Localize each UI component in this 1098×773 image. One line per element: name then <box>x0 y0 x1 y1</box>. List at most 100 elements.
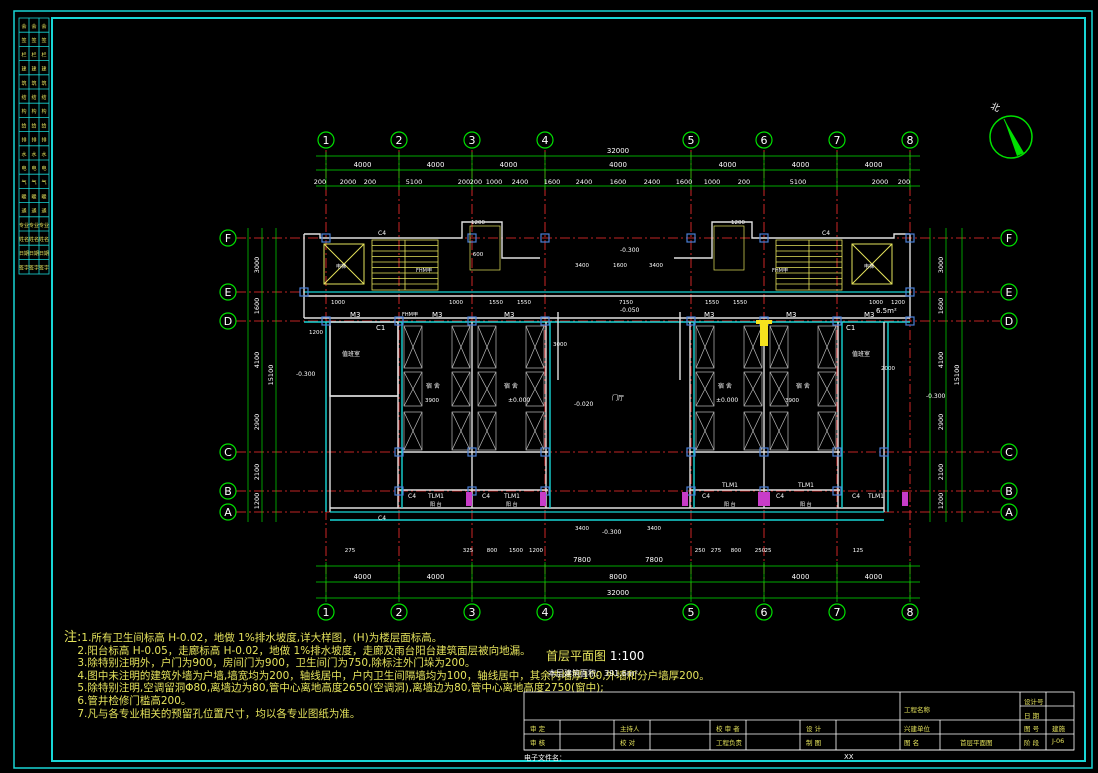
column-1 <box>394 316 404 326</box>
strip-cell-b-12: 暖 <box>31 193 36 200</box>
dim-bot-detail-0: 7800 <box>573 556 591 564</box>
tb-footer-value: XX <box>844 753 854 761</box>
axis-label-row-B-right: B <box>1005 485 1013 498</box>
stair-east <box>775 239 843 291</box>
axis-label-col-4-bottom: 4 <box>542 606 549 619</box>
axis-label-col-8-bottom: 8 <box>907 606 914 619</box>
dim-top-detail-15: 5100 <box>790 178 807 186</box>
strip-cell-12: 暖 <box>21 193 26 200</box>
label-c4-4: C4 <box>776 493 784 500</box>
dim-inplan-20: 3000 <box>553 342 567 348</box>
dim-top-chain-5: 4000 <box>792 161 810 169</box>
strip-cell-2: 栏 <box>21 51 26 58</box>
wardrobe-x2-6-1 <box>769 371 789 407</box>
plan-title: 首层平面图 1:100 <box>546 647 644 664</box>
strip-cell-b-13: 通 <box>31 208 36 215</box>
axis-label-col-3-bottom: 3 <box>469 606 476 619</box>
axis-bubble-col-8-top <box>901 131 919 149</box>
dim-right-chain-2: 2900 <box>937 414 945 431</box>
column-2 <box>467 316 477 326</box>
axis-bubble-col-5-top <box>682 131 700 149</box>
dim-left-chain-3: 2900 <box>253 414 261 431</box>
dimension-lines <box>247 152 963 602</box>
wardrobe-1-2 <box>451 411 471 451</box>
column-25 <box>467 233 477 243</box>
column-7 <box>905 316 915 326</box>
label-m3-1: M3 <box>350 311 361 319</box>
strip-cell-c-6: 构 <box>41 108 46 115</box>
column-20 <box>832 486 842 496</box>
dim-bottom-small-9: 125 <box>853 548 864 554</box>
lobby-steps <box>469 225 745 271</box>
label-dorm-4: 宿 舍 <box>796 382 810 390</box>
dim-right-chain-0: 1200 <box>937 493 945 510</box>
axis-label-row-F-right: F <box>1006 232 1012 245</box>
axis-bubble-row-B-left <box>219 482 237 500</box>
axis-bubble-row-D-left <box>219 312 237 330</box>
strip-cell-c-16: 日期 <box>39 251 49 257</box>
dim-inplan-4: 1550 <box>733 300 747 306</box>
dim-top-chain-2: 4000 <box>500 161 518 169</box>
tb-r1-c1: 审 定 <box>530 725 546 733</box>
axis-label-col-2-bottom: 2 <box>396 606 403 619</box>
axis-bubble-col-1-bottom <box>317 603 335 621</box>
dim-top-detail-14: 200 <box>738 178 750 186</box>
dim-inplan-8: 1200 <box>731 220 745 226</box>
dim-inplan-16: 600 <box>473 252 484 258</box>
wardrobe-x2-2-1 <box>477 371 497 407</box>
label-tlm1-3: TLM1 <box>721 482 738 489</box>
label-room-west: 值班室 <box>342 350 360 358</box>
dim-top-chain-0: 4000 <box>354 161 372 169</box>
strip-cell-b-1: 签 <box>31 37 36 44</box>
axis-bubble-col-1-top <box>317 131 335 149</box>
dim-top-chain-1: 4000 <box>427 161 445 169</box>
notes-block: 注:1.所有卫生间标高 H-0.02，地做 1%排水坡度,详大样图，(H)为楼层… <box>64 630 710 720</box>
dim-inplan-19: 3900 <box>785 398 799 404</box>
wardrobe-x2-1-2 <box>451 411 471 451</box>
dim-inplan-15: 1000 <box>869 300 883 306</box>
label-level-dorm-w: ±0.000 <box>508 397 530 404</box>
label-lobby: 门厅 <box>612 394 624 402</box>
strip-cell-c-1: 签 <box>41 37 46 44</box>
dorm-wardrobes <box>403 325 837 451</box>
tb-date: 日 期 <box>1024 712 1040 720</box>
wardrobe-x2-1-0 <box>451 325 471 369</box>
dim-top-detail-16: 2000 <box>872 178 889 186</box>
strip-cell-c-13: 通 <box>41 208 46 215</box>
label-c4-1: C4 <box>408 493 416 500</box>
strip-cell-b-2: 栏 <box>31 51 36 58</box>
axis-bubble-row-F-left <box>219 229 237 247</box>
wardrobe-x2-5-1 <box>743 371 763 407</box>
dim-top-detail-17: 200 <box>898 178 910 186</box>
door-mark-0 <box>466 492 472 506</box>
plan-title-scale: 1:100 <box>609 649 645 663</box>
building-walls <box>303 221 911 521</box>
wardrobe-x2-0-1 <box>403 371 423 407</box>
column-14 <box>879 447 889 457</box>
strip-cell-b-0: 会 <box>31 23 36 30</box>
label-level-corr-w: -0.300 <box>620 247 640 254</box>
strip-cell-b-6: 构 <box>31 108 36 115</box>
tb-r2-c2: 校 对 <box>620 739 636 747</box>
dim-top-detail-4: 200 <box>458 178 470 186</box>
dim-top-detail-6: 1000 <box>486 178 503 186</box>
notes-prefix: 注: <box>64 630 82 645</box>
door-mark-3 <box>758 492 764 506</box>
dim-inplan-9: 3400 <box>575 526 589 532</box>
label-c4-5: C4 <box>852 493 860 500</box>
label-level-lobby: -0.020 <box>574 401 594 408</box>
axis-bubble-row-E-right <box>1000 283 1018 301</box>
wardrobe-0-1 <box>403 371 423 407</box>
dim-bottom-small-0: 275 <box>345 548 356 554</box>
label-level-east: -0.300 <box>926 393 946 400</box>
structural-columns <box>299 233 915 496</box>
axis-label-row-A-right: A <box>1005 506 1013 519</box>
strip-cell-3: 建 <box>21 66 26 73</box>
axis-bubble-col-4-top <box>536 131 554 149</box>
left-strip-text: 会会会签签签栏栏栏建建建筑筑筑结结结构构构给给给排排排水水水电电电气气气暖暖暖通… <box>19 23 49 271</box>
axis-label-row-E-left: E <box>225 286 232 299</box>
column-4 <box>686 316 696 326</box>
wardrobe-4-0 <box>695 325 715 369</box>
axis-bubble-row-F-right <box>1000 229 1018 247</box>
label-elev-e: 电梯 <box>864 263 874 270</box>
